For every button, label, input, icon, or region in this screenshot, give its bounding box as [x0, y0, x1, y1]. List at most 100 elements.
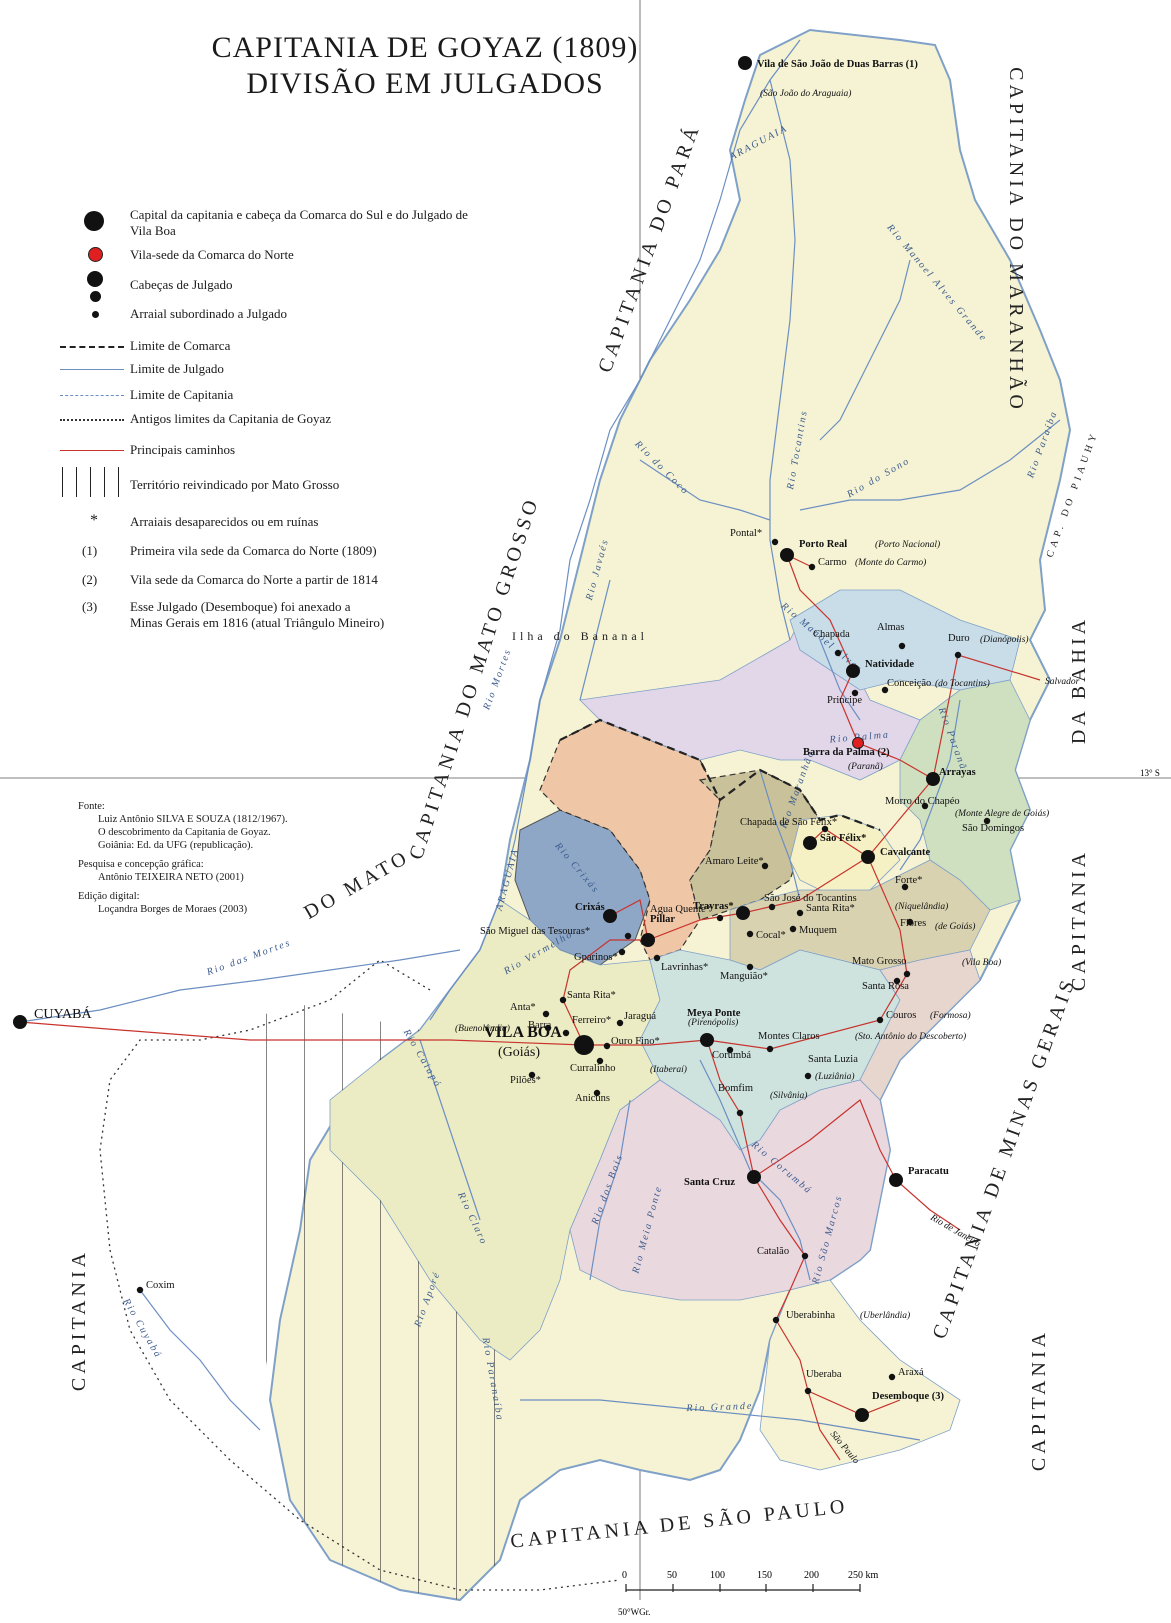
place-marker-32: [641, 933, 655, 947]
legend-vila-norte: Vila-sede da Comarca do Norte: [130, 247, 294, 262]
place-marker-3: [780, 548, 794, 562]
place-marker-27: [736, 906, 750, 920]
place-label-26: Crixás: [575, 902, 605, 913]
place-label-78: Salvador: [1045, 677, 1080, 687]
place-marker-31: [796, 909, 804, 917]
region-santa-cruz: [569, 1079, 891, 1301]
place-label-49: Jaraguá: [624, 1011, 656, 1022]
place-label-7: Chapada: [813, 629, 850, 640]
place-marker-41: [903, 970, 911, 978]
place-label-21: Chapada de São Félix*: [740, 817, 837, 828]
place-label-58: (Sto. Antônio do Descoberto): [855, 1031, 966, 1042]
region-name-6: CAPITANIA: [1068, 849, 1090, 991]
scale-tick-3: 150: [757, 1570, 772, 1581]
scale-bar: [625, 1584, 861, 1592]
place-marker-37: [624, 932, 632, 940]
place-label-35: Flores: [900, 918, 926, 929]
place-label-65: Anicuns: [575, 1093, 610, 1104]
place-marker-18: [921, 802, 929, 810]
place-label-52: Couros: [886, 1010, 916, 1021]
scale-tick-2: 100: [710, 1570, 725, 1581]
scale-tick-1: 50: [667, 1570, 677, 1581]
legend-n3-line1: Esse Julgado (Desemboque) foi anexado a: [130, 599, 351, 614]
place-marker-52: [876, 1016, 884, 1024]
place-label-30: Agua Quente*: [650, 904, 711, 915]
river-label-9: Rio das Mortes: [204, 937, 292, 978]
river-label-14: Rio Grande: [685, 1401, 753, 1414]
place-label-74: Araxá: [898, 1367, 924, 1378]
place-label-23: Cavalcante: [880, 847, 930, 858]
place-label-16: (Paranã): [848, 761, 883, 772]
place-label-68: Santa Cruz: [684, 1177, 735, 1188]
place-label-72: Uberabinha: [786, 1310, 835, 1321]
place-label-9: Duro: [948, 633, 970, 644]
place-marker-48: [562, 1029, 570, 1037]
place-label-77: CUYABÁ: [34, 1005, 92, 1022]
place-label-38: Gparinos*: [574, 952, 618, 963]
place-marker-17: [926, 772, 940, 786]
place-marker-24: [761, 862, 769, 870]
place-marker-56: [603, 1042, 611, 1050]
place-label-45: Anta*: [510, 1002, 536, 1013]
source-label: Fonte:: [78, 801, 105, 812]
place-label-54: VILA BOA: [484, 1024, 562, 1041]
place-marker-7: [834, 649, 842, 657]
place-marker-26: [603, 909, 617, 923]
place-marker-13: [881, 686, 889, 694]
place-label-28: São José do Tocantins: [764, 893, 857, 904]
limite-comarca-line: [559, 718, 881, 832]
map-title: CAPITANIA DE GOYAZ (1809) DIVISÃO EM JUL…: [180, 30, 670, 102]
legend-n2: Vila sede da Comarca do Norte a partir d…: [130, 572, 378, 587]
place-marker-62: [528, 1071, 536, 1079]
place-marker-15: [852, 737, 864, 749]
place-label-46: (Buenolândia): [455, 1023, 510, 1034]
research-label: Pesquisa e concepção gráfica:: [78, 859, 204, 870]
place-marker-34: [789, 925, 797, 933]
place-label-25: Forte*: [895, 875, 922, 886]
place-label-29: (Niquelândia): [895, 901, 948, 912]
place-marker-30: [716, 914, 724, 922]
legend-desaparecidos: Arraiais desaparecidos ou em ruínas: [130, 514, 319, 529]
place-label-8: Almas: [877, 622, 904, 633]
place-label-55: (Goiás): [498, 1045, 540, 1060]
place-label-63: Curralinho: [570, 1063, 616, 1074]
cabeca-julgado-large-dot-icon: [87, 271, 103, 287]
scale-tick-0: 0: [622, 1570, 627, 1581]
place-marker-72: [772, 1316, 780, 1324]
place-marker-49: [616, 1019, 624, 1027]
legend-n3-line2: Minas Gerais em 1816 (atual Triângulo Mi…: [130, 615, 385, 630]
region-name-7: CAPITANIA DE MINAS GERAIS: [928, 974, 1080, 1342]
legend-limite-capitania: Limite de Capitania: [130, 387, 234, 402]
source-block: Fonte: Luiz Antônio SILVA E SOUZA (1812/…: [78, 800, 378, 916]
place-label-4: (Porto Nacional): [875, 539, 940, 550]
place-label-15: Barra da Palma (2): [803, 747, 890, 758]
place-marker-77: [13, 1015, 27, 1029]
place-marker-63: [596, 1057, 604, 1065]
place-marker-70: [801, 1252, 809, 1260]
place-marker-65: [593, 1089, 601, 1097]
place-label-47: Barra: [528, 1020, 552, 1031]
source-publisher: Goiânia: Ed. da UFG (republicação).: [98, 840, 254, 851]
place-label-1: (São João do Araguaia): [760, 88, 851, 99]
place-marker-39: [653, 954, 661, 962]
arraial-dot-icon: [92, 311, 99, 318]
place-marker-25: [901, 883, 909, 891]
place-label-64: (Itaberaí): [650, 1064, 687, 1075]
place-label-20: São Domingos: [962, 823, 1024, 834]
legend-star-mark: *: [90, 512, 98, 529]
place-label-62: Pilões*: [510, 1075, 541, 1086]
legend-capital: Capital da capitania e cabeça da Comarca…: [130, 207, 468, 238]
place-label-40: Manguião*: [720, 971, 768, 982]
place-marker-50: [700, 1033, 714, 1047]
place-marker-38: [618, 948, 626, 956]
place-label-22: São Félix*: [820, 833, 866, 844]
place-marker-2: [771, 538, 779, 546]
edition-author: Loçandra Borges de Moraes (2003): [98, 904, 248, 915]
place-label-66: Bomfim: [718, 1083, 753, 1094]
place-marker-75: [804, 1387, 812, 1395]
title-line-2: DIVISÃO EM JULGADOS: [246, 67, 604, 100]
place-marker-68: [747, 1170, 761, 1184]
place-marker-0: [738, 56, 752, 70]
place-label-37: São Miguel das Tesouras*: [480, 926, 590, 937]
place-marker-71: [136, 1286, 144, 1294]
